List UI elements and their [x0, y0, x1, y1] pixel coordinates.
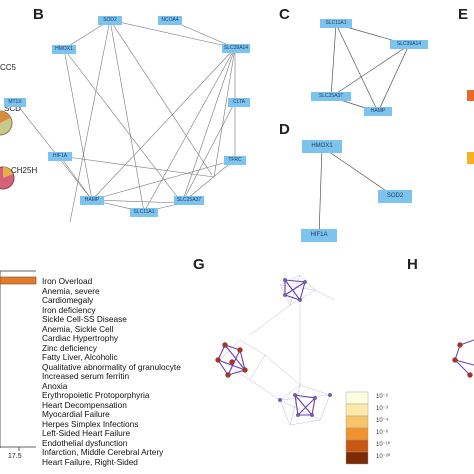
- gene-node-b: SOD2: [98, 16, 122, 25]
- legend-tick: 10⁻¹⁰: [376, 442, 391, 448]
- disease-term: Anemia, Sickle Cell: [42, 323, 114, 334]
- gene-node-c: SLC25A37: [311, 92, 351, 101]
- panel-b-edges: [14, 19, 236, 223]
- disease-term: Sickle Cell-SS Disease: [42, 314, 127, 324]
- disease-term: Herpes Simplex Infections: [42, 418, 139, 429]
- disease-term: Heart Failure, Right-Sided: [42, 456, 138, 467]
- gene-node-c: SLC39A14: [390, 40, 428, 49]
- panel-e-marker: [467, 90, 474, 101]
- legend-tick: 10⁻²⁰: [376, 454, 391, 460]
- disease-term: Anemia, severe: [42, 285, 100, 296]
- gene-node-b: HIF1A: [48, 152, 72, 161]
- disease-term: Anoxia: [42, 380, 68, 391]
- network-g: [215, 274, 336, 426]
- panel-e-marker: [467, 152, 474, 164]
- pvalue-legend: [345, 391, 369, 465]
- network-h: [452, 339, 474, 378]
- gene-node-d: SOD2: [378, 190, 412, 203]
- panel-letter-h: H: [407, 256, 418, 273]
- gene-node-b: SLC39A14: [222, 44, 250, 53]
- panel-d-edges: [318, 146, 396, 237]
- disease-term: Heart Decompensation: [42, 399, 127, 410]
- panel-letter-d: D: [279, 121, 290, 138]
- gene-node-b: SLC25A37: [174, 196, 204, 205]
- disease-term: Erythropoietic Protoporphyria: [42, 390, 150, 400]
- disease-term: Endothelial dysfunction: [42, 437, 128, 448]
- left-gene-label: CC5: [0, 63, 17, 72]
- gene-node-d: HIF1A: [301, 229, 337, 242]
- enrichment-bar-chart: [0, 270, 37, 451]
- left-gene-label: SCD: [4, 104, 21, 113]
- disease-term: Fatty Liver, Alcoholic: [42, 352, 118, 362]
- panel-letter-b: B: [33, 6, 44, 23]
- disease-term: Cardiac Hypertrophy: [42, 333, 119, 343]
- disease-term: Iron Overload: [42, 276, 93, 286]
- disease-term: Increased serum ferritin: [42, 371, 130, 381]
- gene-node-c: HAMP: [364, 107, 392, 116]
- disease-term: Cardiomegaly: [42, 295, 94, 305]
- gene-node-d: HMOX1: [302, 140, 342, 153]
- disease-term: Left-Sided Heart Failure: [42, 428, 131, 438]
- legend-tick: 10⁻³: [376, 406, 388, 412]
- gene-node-b: TFRC: [224, 156, 246, 165]
- panel-letter-g: G: [193, 256, 205, 273]
- legend-tick: 10⁻⁴: [376, 418, 389, 424]
- legend-tick: 10⁻²: [376, 394, 388, 400]
- panel-letter-c: C: [279, 6, 290, 23]
- gene-node-b: HMOX1: [52, 45, 76, 54]
- gene-node-b: MT1X: [4, 98, 26, 107]
- disease-term: Myocardial Failure: [42, 409, 110, 419]
- left-gene-label: CH25H: [11, 166, 38, 175]
- x-axis-tick: 17.5: [8, 453, 22, 460]
- gene-node-b: SLC11A1: [130, 208, 158, 217]
- gene-node-c: SLC11A1: [320, 19, 352, 28]
- gene-node-b: HAMP: [80, 196, 104, 205]
- disease-term: Zinc deficiency: [42, 342, 97, 353]
- bar-iron-overload: [0, 276, 37, 285]
- panel-letter-e: E: [458, 6, 469, 23]
- gene-node-b: CLTA: [228, 98, 250, 107]
- disease-term: Iron deficiency: [42, 304, 96, 315]
- gene-node-b: NCOA4: [158, 16, 182, 25]
- disease-term: Infarction, Middle Cerebral Artery: [42, 447, 164, 457]
- disease-term: Qualitative abnormality of granulocyte: [42, 361, 181, 372]
- legend-tick: 10⁻⁶: [376, 430, 389, 436]
- left-gene-pies: [0, 110, 15, 190]
